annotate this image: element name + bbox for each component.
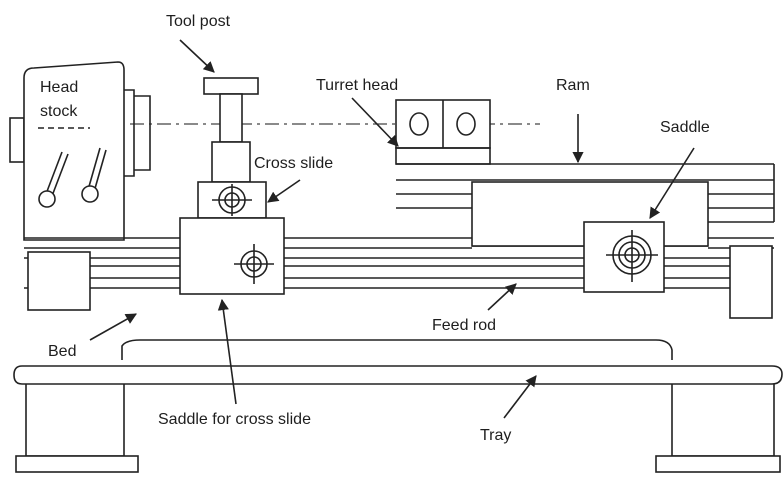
tool-post — [203, 77, 259, 183]
label-head-stock-line1: Head — [40, 79, 78, 96]
headstock — [9, 61, 151, 241]
turret-head — [395, 99, 491, 165]
arrow-saddle — [649, 147, 695, 219]
arrow-bed — [89, 313, 137, 341]
bed-legs — [15, 384, 781, 473]
apron-left — [27, 251, 91, 311]
label-saddle: Saddle — [660, 119, 710, 136]
labels: Tool post Head stock Turret head Ram Sad… — [40, 13, 710, 444]
arrow-turret-head — [351, 97, 399, 147]
headstock-lever-left — [38, 151, 69, 208]
arrow-feed-rod — [487, 283, 517, 311]
label-bed: Bed — [48, 343, 76, 360]
label-head-stock-line2: stock — [40, 103, 78, 120]
label-ram: Ram — [556, 77, 590, 94]
headstock-lever-right — [81, 147, 107, 203]
arrow-tool-post — [179, 39, 215, 73]
arrow-cross-slide — [267, 179, 301, 203]
arrow-tray — [503, 375, 537, 419]
label-feed-rod: Feed rod — [432, 317, 496, 334]
label-turret-head: Turret head — [316, 77, 398, 94]
saddle-for-cross-slide — [179, 217, 285, 295]
label-tool-post: Tool post — [166, 13, 231, 30]
label-tray: Tray — [480, 427, 511, 444]
saddle — [583, 221, 665, 293]
ram-rails — [396, 163, 775, 223]
label-cross-slide: Cross slide — [254, 155, 333, 172]
tailstock-end-box — [729, 245, 773, 319]
cross-slide — [197, 181, 267, 219]
arrow-saddle-for-cross-slide — [217, 298, 237, 405]
tray — [13, 339, 783, 385]
leader-arrows — [89, 39, 695, 419]
label-saddle-for-cross-slide: Saddle for cross slide — [158, 411, 311, 428]
